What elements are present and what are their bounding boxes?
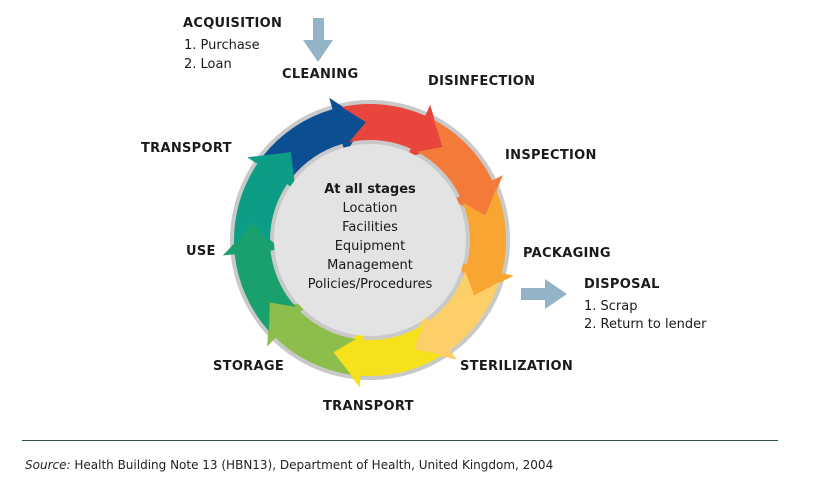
disposal-item-scrap: 1. Scrap: [584, 299, 638, 314]
disposal-item-return: 2. Return to lender: [584, 317, 707, 332]
stage-label-storage: STORAGE: [213, 359, 285, 374]
center-title: At all stages: [324, 182, 416, 197]
divider-line: [22, 440, 778, 441]
acquisition-entry-arrow: [303, 18, 333, 62]
center-item-facilities: Facilities: [342, 220, 398, 235]
stage-label-transport-left: TRANSPORT: [141, 141, 232, 156]
cycle-arrow-use: [234, 152, 296, 245]
cycle-arrow-transport-bottom: [267, 302, 357, 375]
cycle-arrow-packaging: [414, 270, 500, 360]
cycle-arrow-cleaning: [341, 104, 443, 158]
stage-label-disinfection: DISINFECTION: [428, 74, 536, 89]
center-item-location: Location: [342, 201, 398, 216]
disposal-exit-arrow: [521, 279, 567, 309]
stage-label-transport-bottom: TRANSPORT: [323, 399, 414, 414]
center-text-block: At all stages Location Facilities Equipm…: [270, 182, 470, 294]
source-text: Health Building Note 13 (HBN13), Departm…: [74, 458, 554, 472]
cycle-arrow-disinfection: [416, 119, 503, 216]
center-disc: [274, 144, 466, 336]
stage-label-packaging: PACKAGING: [523, 246, 611, 261]
cycle-arrow-storage: [222, 223, 296, 331]
disposal-title: DISPOSAL: [584, 277, 660, 292]
cycle-arrow-sterilization: [333, 324, 443, 388]
stage-label-sterilization: STERILIZATION: [460, 359, 574, 374]
acquisition-item-loan: 2. Loan: [184, 57, 232, 72]
source-note: Source: Health Building Note 13 (HBN13),…: [25, 458, 553, 472]
cycle-arrow-inspection: [457, 189, 514, 296]
acquisition-item-purchase: 1. Purchase: [184, 38, 260, 53]
acquisition-title: ACQUISITION: [183, 16, 283, 31]
cycle-arrow-transport-left: [262, 97, 366, 179]
lifecycle-diagram: [222, 18, 567, 388]
stage-label-cleaning: CLEANING: [282, 67, 359, 82]
stage-label-inspection: INSPECTION: [505, 148, 597, 163]
center-item-management: Management: [327, 258, 413, 273]
center-item-policies: Policies/Procedures: [307, 277, 433, 292]
source-label: Source:: [25, 458, 71, 472]
stage-label-use: USE: [186, 244, 216, 259]
center-item-equipment: Equipment: [334, 239, 406, 254]
